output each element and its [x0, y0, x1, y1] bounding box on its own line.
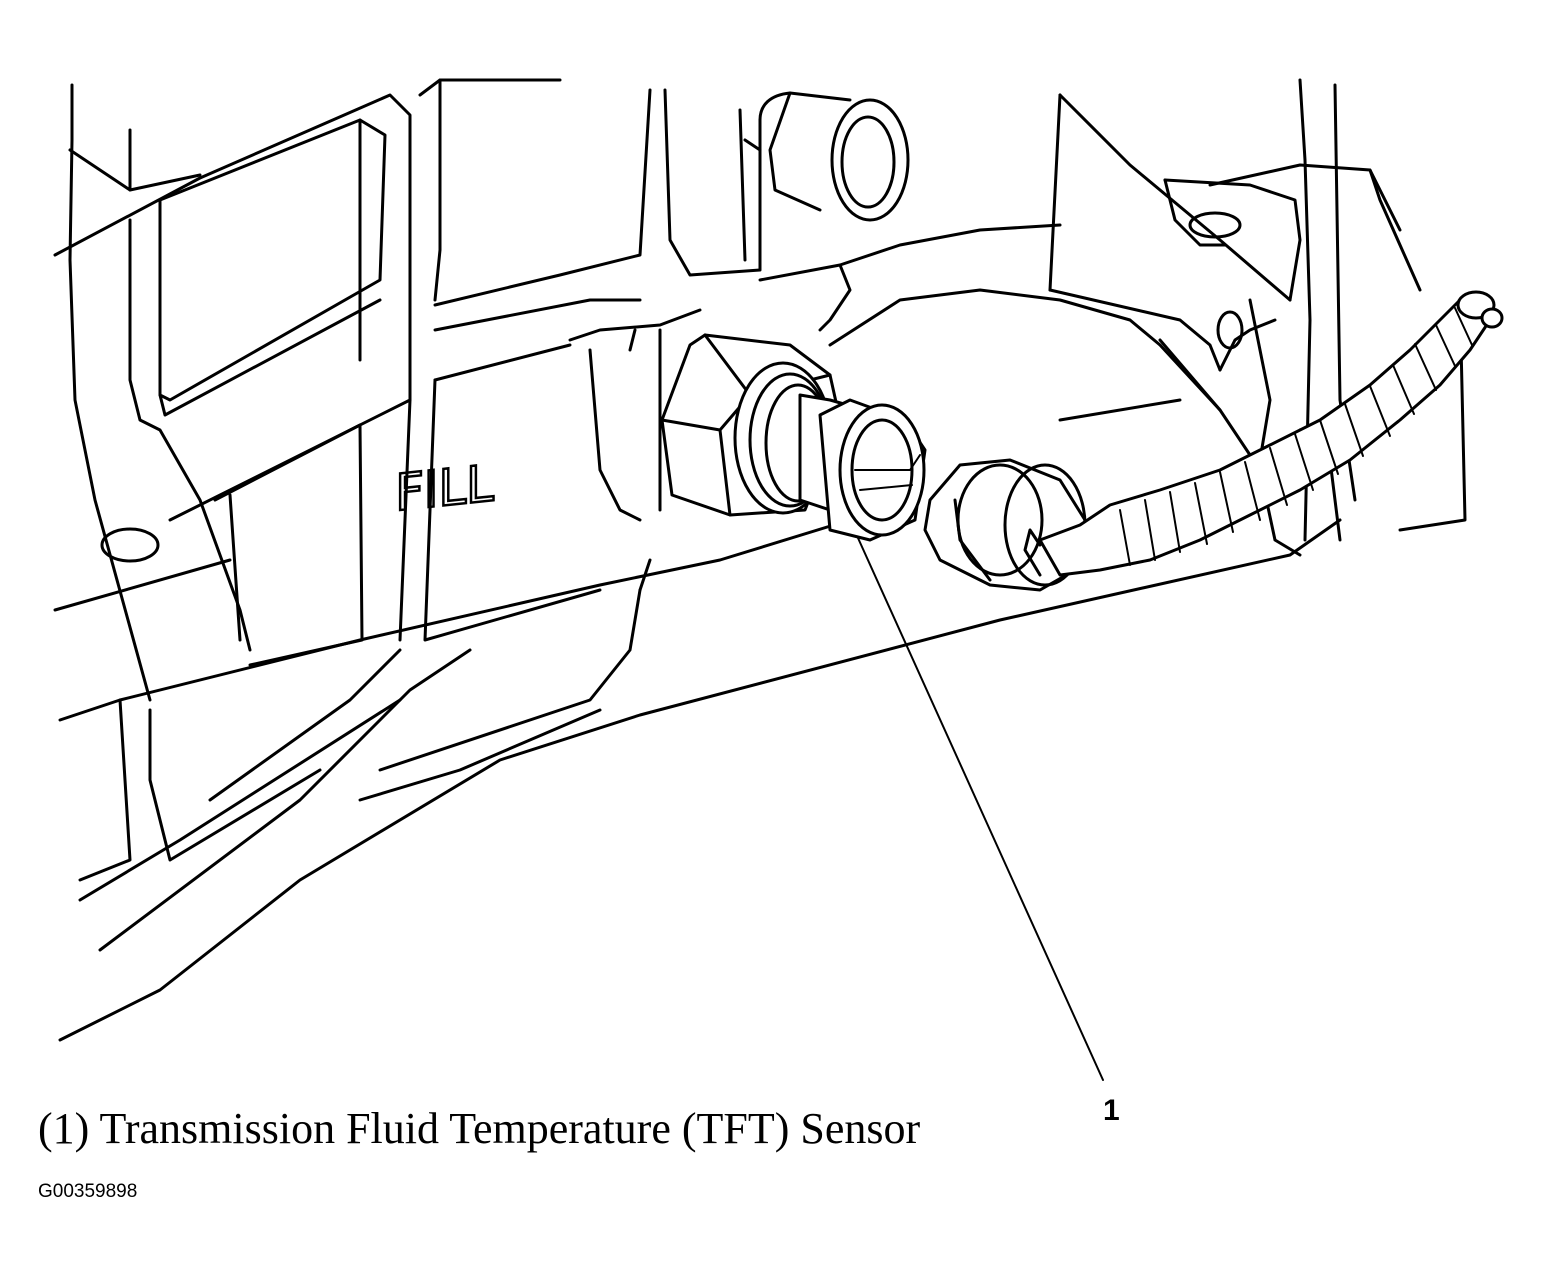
bolt-hole-left — [100, 527, 160, 563]
diagram-caption: (1) Transmission Fluid Temperature (TFT)… — [38, 1104, 921, 1153]
case-flange — [58, 518, 1342, 1042]
bolt-hole-right — [1188, 211, 1242, 239]
tft-sensor — [660, 333, 927, 542]
callout-number: 1 — [1103, 1094, 1120, 1127]
fill-embossed-label: FILL — [395, 453, 494, 523]
transmission-housing-right — [828, 78, 1467, 557]
transmission-case-ribs — [53, 78, 762, 702]
sensor-mounting-face — [568, 223, 1062, 522]
callout-leader-line — [857, 537, 1104, 1081]
figure-id: G00359898 — [38, 1181, 138, 1202]
wiring-harness — [1023, 290, 1504, 577]
fill-plug-boss — [743, 91, 910, 222]
harness-connector — [923, 458, 1087, 592]
